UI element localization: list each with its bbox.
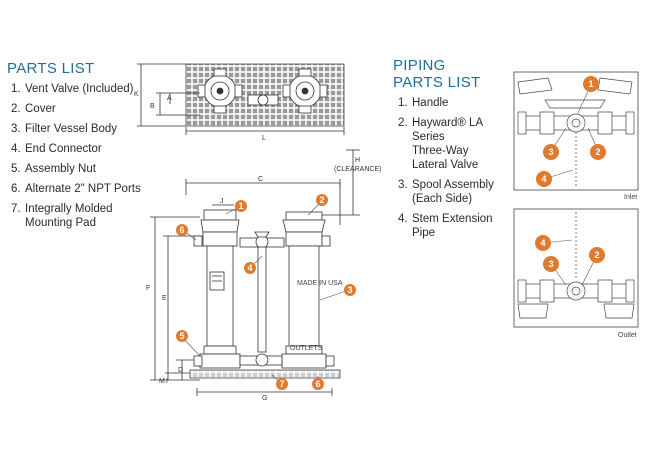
svg-text:2: 2: [319, 195, 324, 205]
svg-text:6: 6: [315, 379, 320, 389]
side-callouts: 1 2 3 4 5 6 6 7: [176, 194, 356, 390]
piping-title-line2: PARTS LIST: [393, 74, 481, 91]
dim-clearance: (CLEARANCE): [334, 166, 381, 173]
callout-marker: 3: [543, 144, 559, 160]
list-item: 2.Hayward® LA Series Three-Way Lateral V…: [398, 117, 483, 171]
dim-d: D: [178, 367, 183, 374]
list-item: 1.Handle: [398, 97, 449, 109]
list-item: 1.Vent Valve (Included): [11, 83, 134, 95]
dim-l: L: [262, 135, 266, 142]
callout-marker: 3: [543, 256, 559, 272]
callout-marker: 1: [583, 76, 599, 92]
svg-text:2: 2: [595, 147, 600, 157]
callout-marker: 4: [244, 262, 256, 274]
svg-text:3: 3: [548, 259, 553, 269]
list-item: 2.Cover: [11, 103, 56, 115]
dim-i: I: [166, 378, 168, 385]
svg-text:4: 4: [540, 238, 545, 248]
list-item: 7.Integrally Molded Mounting Pad: [11, 203, 113, 229]
dim-m: M: [159, 378, 165, 385]
callout-marker: 4: [536, 171, 552, 187]
dim-j: J: [220, 198, 224, 205]
callout-marker: 4: [535, 235, 551, 251]
svg-text:1: 1: [588, 79, 593, 89]
outlet-detail: 2 3 4 Outlet: [513, 208, 639, 339]
made-in-usa-label: MADE IN USA: [297, 280, 343, 287]
dim-c: C: [258, 176, 263, 183]
list-item: 5.Assembly Nut: [11, 163, 96, 175]
callout-marker: 1: [235, 200, 247, 212]
svg-text:2: 2: [594, 250, 599, 260]
parts-list: 1.Vent Valve (Included) 2.Cover 3.Filter…: [11, 82, 181, 236]
filter-vessel-left: [193, 209, 241, 369]
base-pad: [189, 369, 341, 379]
top-vessel-left: [197, 68, 243, 114]
top-vessel-right: [282, 68, 328, 114]
svg-text:3: 3: [347, 285, 352, 295]
list-item: 4.End Connector: [11, 143, 102, 155]
svg-text:3: 3: [548, 147, 553, 157]
list-item: 3.Spool Assembly (Each Side): [398, 179, 494, 205]
callout-marker: 6: [176, 224, 188, 236]
parts-list-title: PARTS LIST: [7, 60, 95, 77]
top-view: [137, 63, 345, 135]
callout-marker: 6: [312, 378, 324, 390]
callout-marker: 7: [276, 378, 288, 390]
inlet-caption: Inlet: [624, 194, 637, 201]
svg-text:5: 5: [179, 331, 184, 341]
inlet-detail: 1 2 3 4 Inlet: [513, 71, 639, 201]
svg-text:6: 6: [179, 225, 184, 235]
svg-text:1: 1: [238, 201, 243, 211]
dim-b: B: [150, 103, 155, 110]
callout-marker: 2: [589, 247, 605, 263]
piping-parts-list-title: PIPING PARTS LIST: [393, 57, 480, 91]
callout-marker: 3: [344, 284, 356, 296]
side-view: [150, 149, 360, 396]
svg-text:4: 4: [247, 263, 252, 273]
svg-text:4: 4: [541, 174, 546, 184]
outlets-label: OUTLETS: [290, 345, 323, 352]
piping-title-line1: PIPING: [393, 57, 446, 74]
filter-vessel-right: [281, 211, 335, 369]
dim-a: A: [167, 95, 172, 102]
callout-marker: 5: [176, 330, 188, 342]
outlet-caption: Outlet: [618, 332, 637, 339]
dim-h: H: [355, 157, 360, 164]
list-item: 4.Stem Extension Pipe: [398, 213, 493, 239]
list-item: 6.Alternate 2" NPT Ports: [11, 183, 141, 195]
center-piping: [239, 231, 285, 367]
dim-k: K: [134, 91, 139, 98]
dim-e: E: [162, 295, 167, 302]
callout-marker: 2: [590, 144, 606, 160]
piping-parts-list: 1.Handle 2.Hayward® LA Series Three-Way …: [398, 96, 513, 246]
svg-text:7: 7: [279, 379, 284, 389]
callout-marker: 2: [316, 194, 328, 206]
list-item: 3.Filter Vessel Body: [11, 123, 118, 135]
dim-f: F: [146, 285, 150, 292]
dim-g: G: [262, 395, 267, 402]
